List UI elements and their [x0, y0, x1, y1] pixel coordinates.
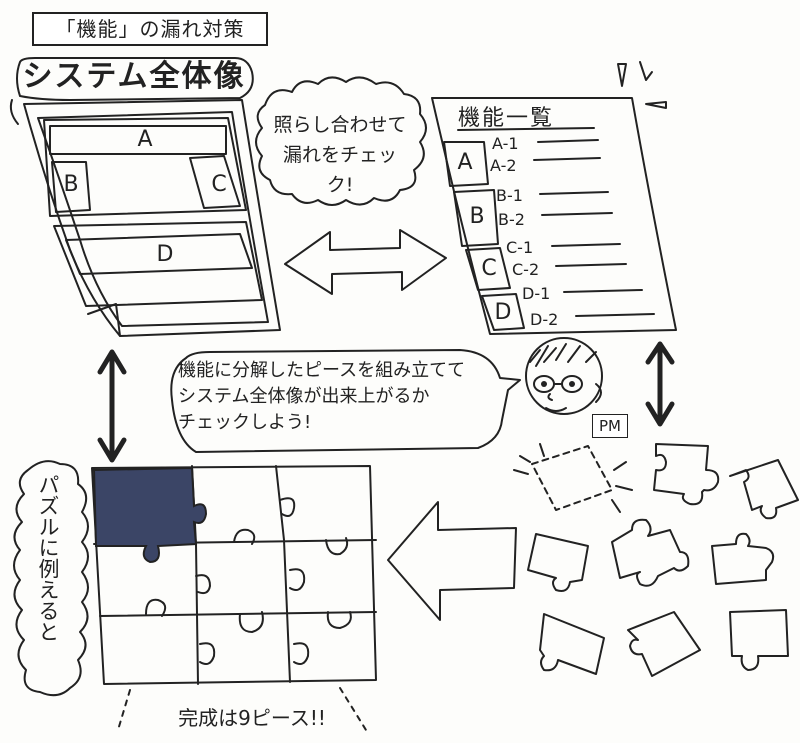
list-group-b: B: [469, 204, 485, 229]
check-line-1: 照らし合わせて: [273, 114, 407, 136]
list-group-c: C: [481, 256, 497, 281]
pm-tag: PM: [592, 414, 628, 438]
function-list-title: 機能一覧: [458, 106, 555, 131]
list-item-d1: D-1: [522, 284, 551, 303]
speech-line-1: 機能に分解したピースを組み立てて: [178, 360, 466, 381]
system-overview-title: システム全体像: [22, 59, 246, 94]
system-block-b: B: [63, 172, 79, 197]
header-label: 「機能」の漏れ対策: [32, 12, 268, 46]
system-block-d: D: [156, 242, 174, 267]
list-group-d: D: [494, 300, 512, 325]
list-item-c2: C-2: [512, 260, 540, 279]
completed-puzzle-piece: [92, 466, 208, 564]
check-line-2: 漏れをチェック!: [282, 144, 397, 196]
speech-line-3: チェックしよう!: [178, 412, 312, 433]
system-block-c: C: [211, 172, 227, 197]
completion-text: 完成は9ピース!!: [178, 706, 326, 730]
list-item-a1: A-1: [492, 134, 519, 153]
check-bubble-text: 照らし合わせて 漏れをチェック!: [270, 110, 410, 200]
list-item-b2: B-2: [498, 210, 525, 229]
list-group-a: A: [457, 150, 473, 175]
list-item-d2: D-2: [530, 310, 559, 329]
list-item-a2: A-2: [490, 156, 517, 175]
list-item-c1: C-1: [506, 238, 534, 257]
list-item-b1: B-1: [496, 186, 523, 205]
puzzle-analogy-label: パズルに例えると: [36, 474, 60, 642]
pm-speech-bubble: 機能に分解したピースを組み立てて システム全体像が出来上がるか チェックしよう!: [178, 358, 498, 436]
speech-line-2: システム全体像が出来上がるか: [178, 386, 430, 407]
system-block-a: A: [137, 127, 153, 152]
